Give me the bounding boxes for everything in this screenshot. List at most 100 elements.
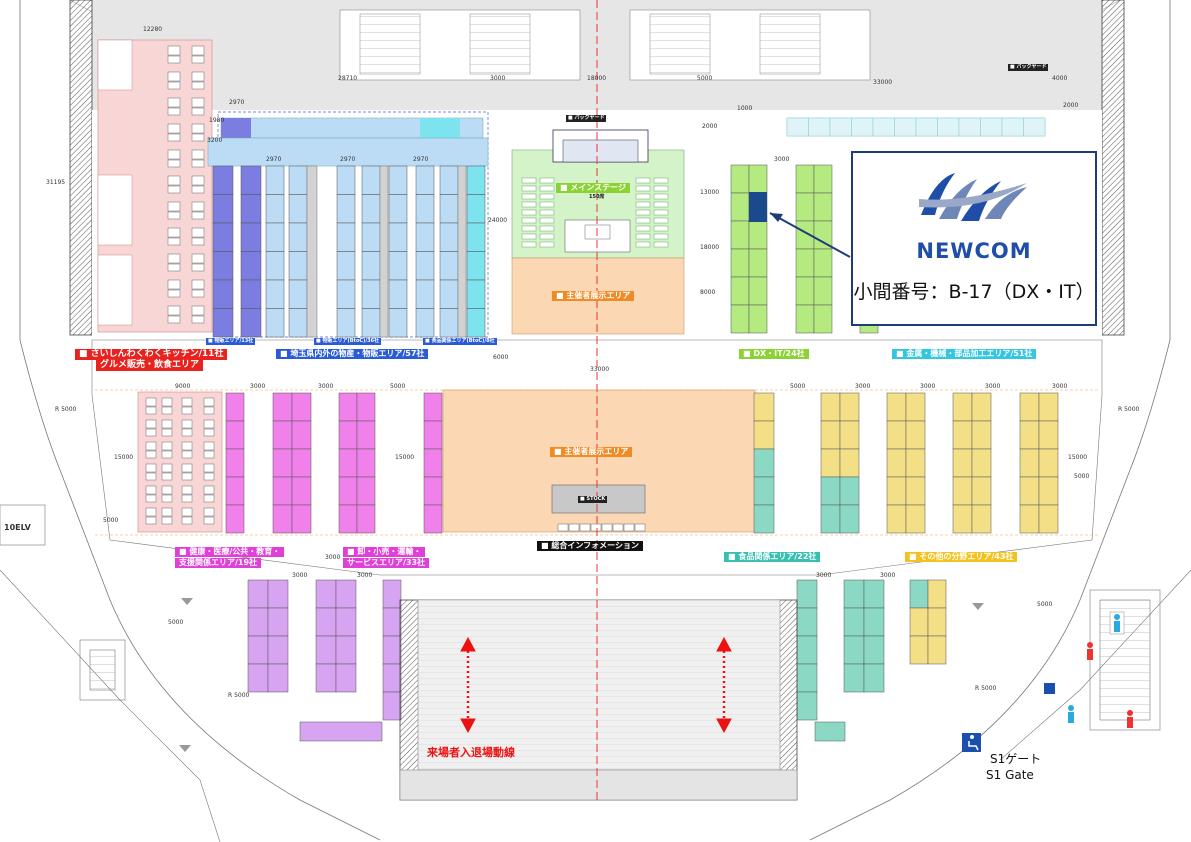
booth <box>240 251 262 281</box>
booth <box>730 276 750 306</box>
booth <box>886 392 907 422</box>
table <box>145 406 157 415</box>
retail-label-1: ■ 物販エリア/13社 <box>206 338 256 345</box>
booth <box>338 420 358 450</box>
table <box>191 81 205 90</box>
booth <box>905 392 926 422</box>
booth <box>1038 476 1059 506</box>
table <box>191 55 205 64</box>
booth <box>466 165 486 195</box>
dimension-label: 3000 <box>880 572 896 579</box>
table <box>191 159 205 168</box>
booth <box>886 420 907 450</box>
dimension-label: 2000 <box>1063 102 1079 109</box>
table <box>181 406 193 415</box>
booth <box>466 222 486 252</box>
booth <box>338 504 358 534</box>
table <box>161 485 173 495</box>
booth <box>796 607 818 637</box>
booth <box>952 392 973 422</box>
info-desk <box>590 523 602 532</box>
booth <box>388 194 408 224</box>
booth-b17 <box>749 192 767 222</box>
booth <box>267 607 289 637</box>
booth <box>796 579 818 609</box>
retail-service-sub-label: サービスエリア/33社 <box>343 558 430 568</box>
booth <box>299 721 383 742</box>
table <box>203 406 215 415</box>
dimension-label: 15000 <box>1068 454 1088 461</box>
booth <box>415 251 435 281</box>
table <box>167 279 181 290</box>
seat <box>635 193 651 200</box>
info-desk <box>634 523 646 532</box>
booth <box>1019 392 1040 422</box>
backyard-label: ■ バックヤード <box>1008 64 1049 71</box>
booth <box>240 279 262 309</box>
dimension-label: 9000 <box>175 383 191 390</box>
table <box>191 305 205 316</box>
booth <box>388 279 408 309</box>
aisle <box>379 165 389 338</box>
booth <box>423 392 443 422</box>
kitchen-label: ■ さいしんわくわくキッチン/11社 <box>75 349 228 360</box>
booth <box>439 308 459 338</box>
dimension-label: 5000 <box>697 75 713 82</box>
booth <box>795 276 815 306</box>
dimension-label: 15000 <box>114 454 134 461</box>
host-area-center-label: ■ 主催者展示エリア <box>550 447 633 457</box>
stock-label: ■ STOCK <box>578 496 608 503</box>
booth <box>820 476 841 506</box>
booth <box>272 504 293 534</box>
dimension-label: 3000 <box>816 572 832 579</box>
booth <box>423 504 443 534</box>
table <box>145 507 157 517</box>
table <box>191 263 205 272</box>
seat <box>539 233 555 240</box>
dimension-label: 33000 <box>873 79 893 86</box>
booth <box>813 164 833 194</box>
booth <box>813 192 833 222</box>
table <box>161 507 173 517</box>
table <box>191 107 205 116</box>
booth <box>225 448 245 478</box>
table <box>191 237 205 246</box>
table <box>167 81 181 90</box>
booth <box>335 635 357 665</box>
booth <box>886 448 907 478</box>
table <box>167 227 181 238</box>
booth <box>315 607 337 637</box>
booth <box>240 222 262 252</box>
dimension-label: R 5000 <box>1118 406 1140 413</box>
booth <box>265 308 285 338</box>
booth <box>863 607 885 637</box>
metal-label: ■ 金属・機械・部品加工エリア/51社 <box>892 349 1037 359</box>
info-desk <box>568 523 580 532</box>
booth <box>247 607 269 637</box>
booth <box>958 117 981 137</box>
booth <box>240 194 262 224</box>
booth <box>795 164 815 194</box>
booth <box>388 165 408 195</box>
booth <box>265 165 285 195</box>
dimension-label: 3200 <box>207 137 223 144</box>
booth <box>820 448 841 478</box>
booth <box>839 448 860 478</box>
dimension-label: R 5000 <box>55 406 77 413</box>
booth <box>820 420 841 450</box>
booth <box>952 476 973 506</box>
dimension-label: 5000 <box>1074 473 1090 480</box>
table <box>203 450 215 459</box>
booth <box>813 304 833 334</box>
booth <box>336 194 356 224</box>
west-wall <box>69 0 93 336</box>
dimension-label: 12280 <box>143 26 163 33</box>
booth <box>795 304 815 334</box>
table <box>203 419 215 429</box>
table <box>191 201 205 212</box>
booth <box>730 192 750 222</box>
table <box>203 507 215 517</box>
booth <box>423 448 443 478</box>
